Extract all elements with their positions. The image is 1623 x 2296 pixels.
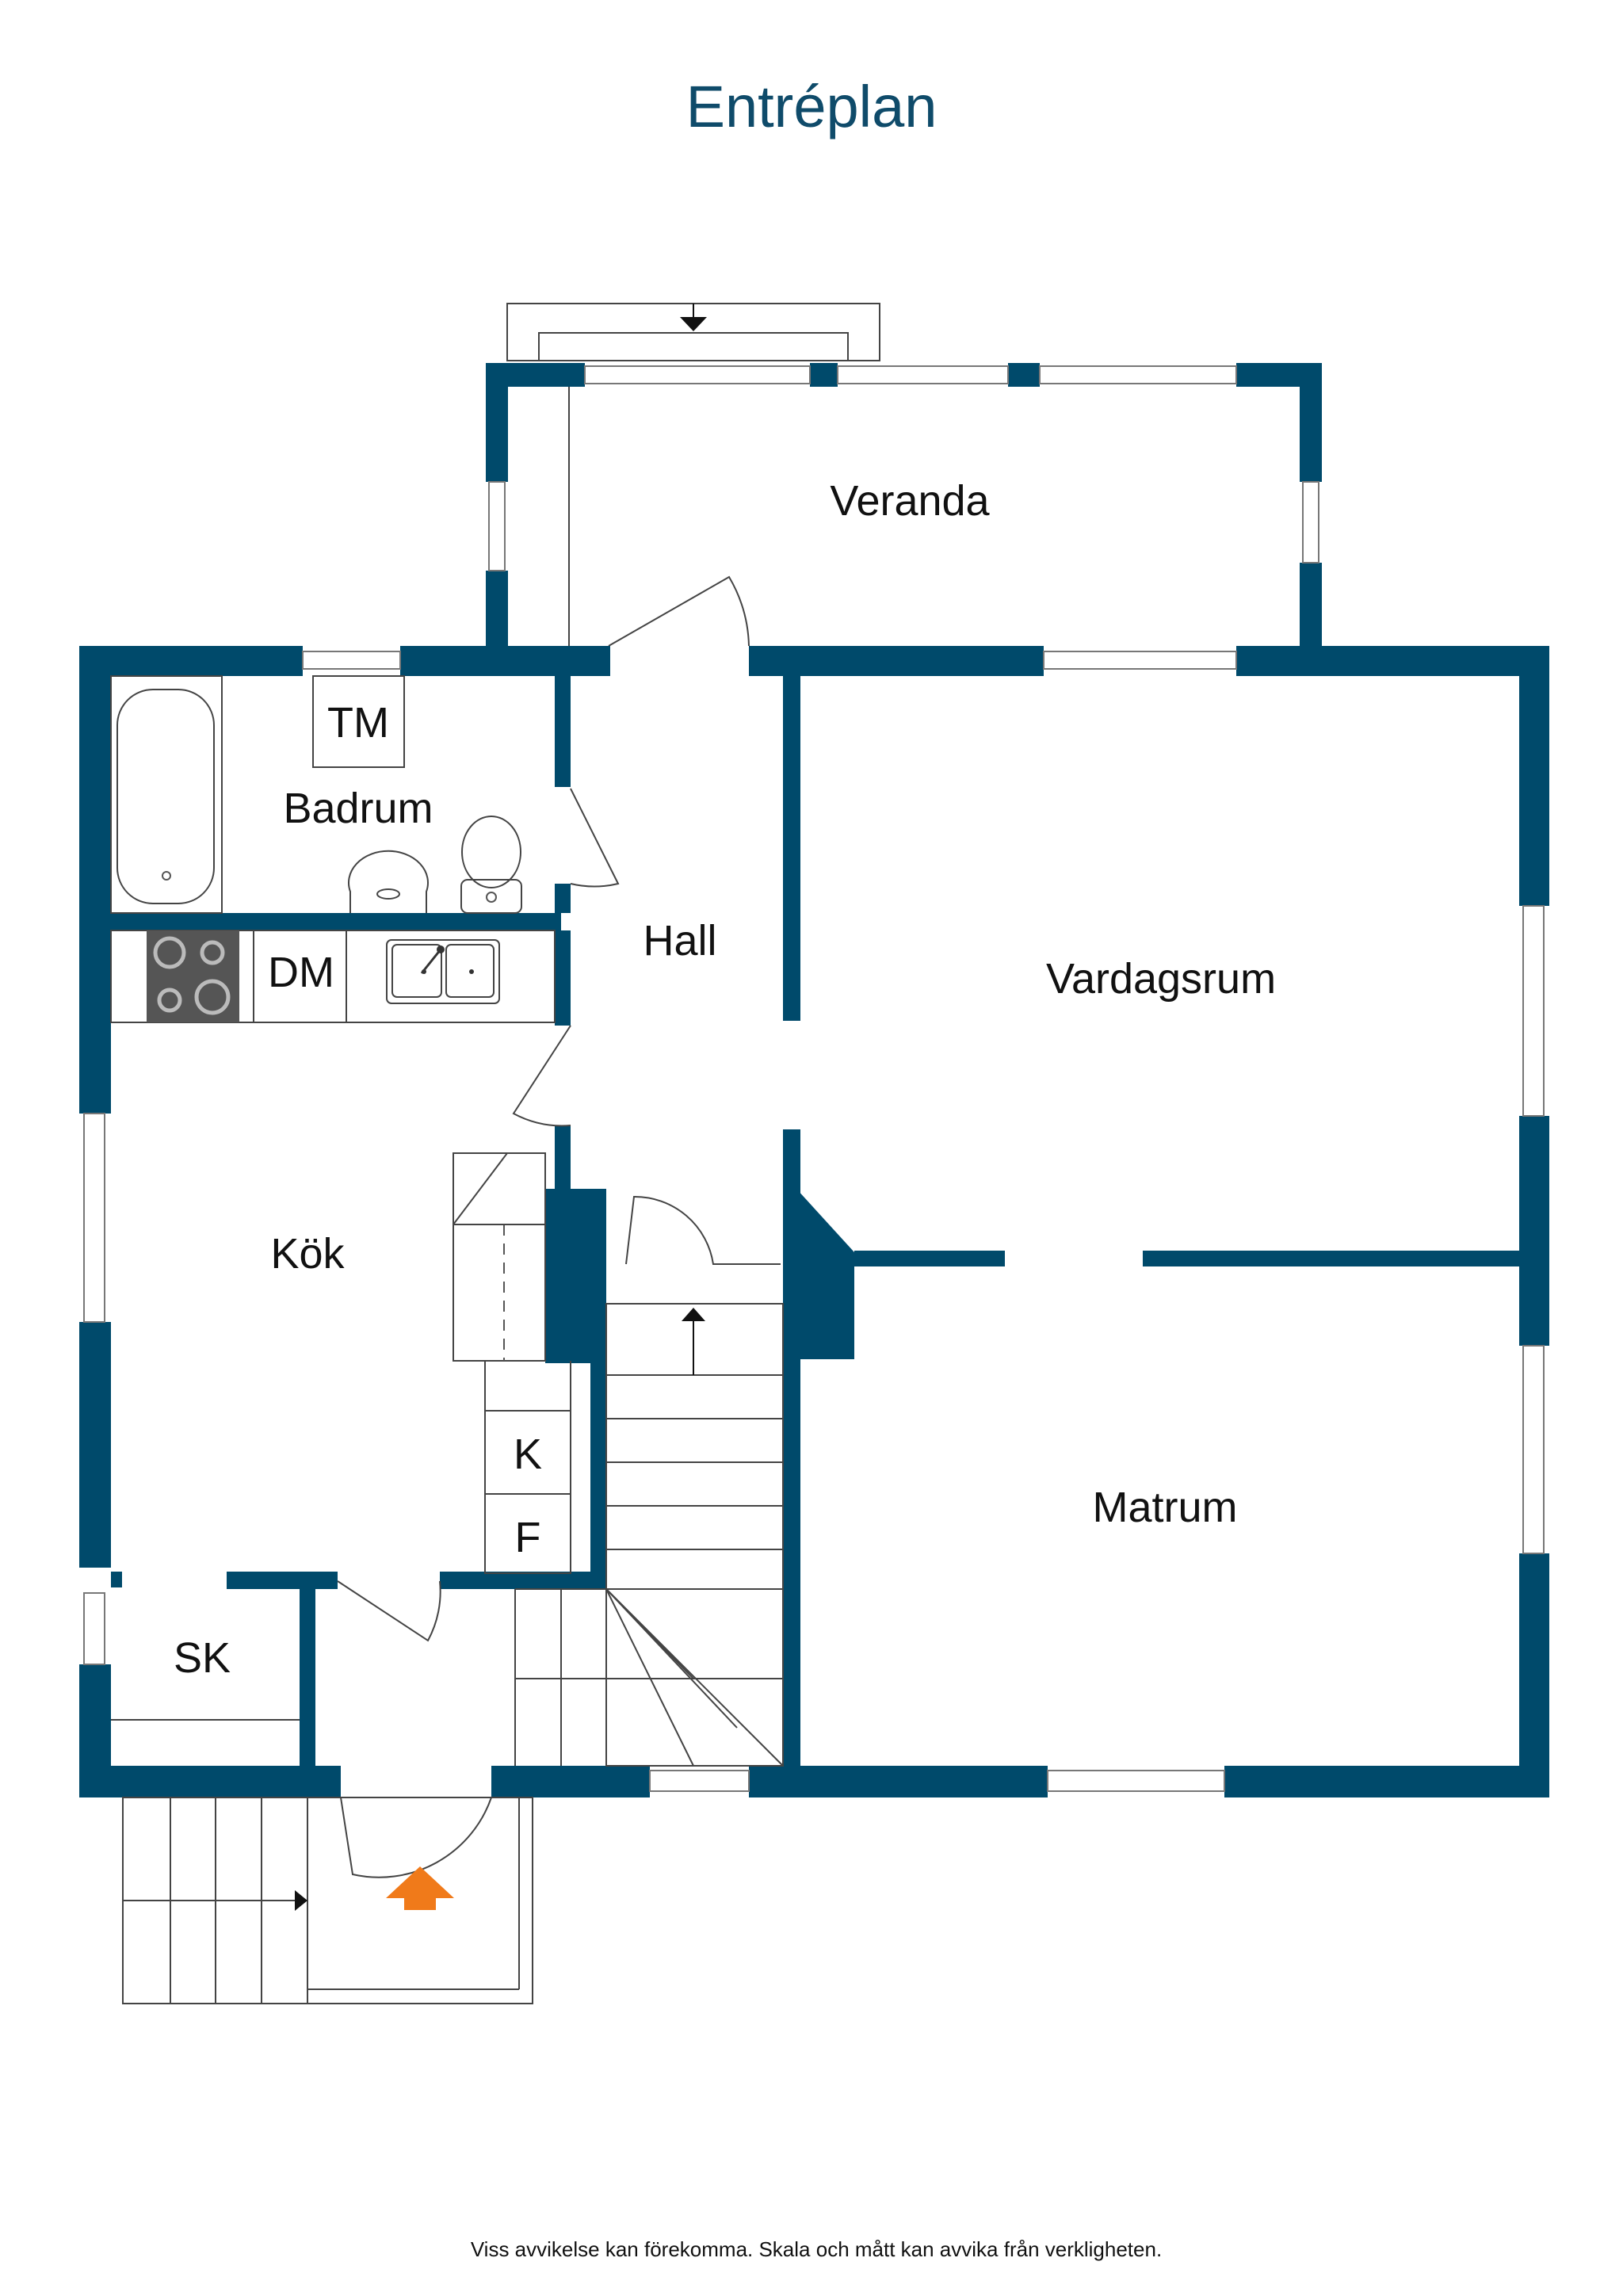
room-label-sk: SK <box>174 1634 231 1682</box>
staircase <box>514 1303 784 1767</box>
kitchen-cabinet <box>453 1152 546 1362</box>
room-label-hall: Hall <box>643 917 716 965</box>
kitchen-counter <box>110 930 556 1023</box>
toilet <box>460 816 522 914</box>
room-label-f: F <box>515 1514 541 1561</box>
fireplace <box>796 1189 854 1359</box>
room-label-kok: Kök <box>270 1230 345 1278</box>
window-vardagsrum-top <box>1043 651 1237 670</box>
veranda-wall-right-bottom <box>1300 563 1322 650</box>
entrance-door <box>340 1797 492 1878</box>
kok-door <box>512 1025 571 1127</box>
veranda-wall-left-top <box>486 363 508 482</box>
entrance-steps <box>122 1797 533 2004</box>
freezer <box>484 1493 571 1574</box>
window-badrum <box>302 651 401 670</box>
window-stairs-bottom <box>649 1770 750 1792</box>
veranda-window-top-1 <box>584 365 811 384</box>
window-sk <box>83 1592 105 1665</box>
interior-walls <box>111 676 1519 1766</box>
veranda-window-right <box>1302 481 1319 563</box>
disclaimer-footer: Viss avvikelse kan förekomma. Skala och … <box>471 2237 1162 2261</box>
bathroom-fixtures <box>110 675 522 914</box>
kitchen-fixtures <box>110 930 571 1574</box>
entrance-arrow-icon <box>386 1866 454 1910</box>
stove-burners <box>153 936 231 1015</box>
plan-title: Entréplan <box>686 74 938 139</box>
room-label-k: K <box>514 1431 542 1478</box>
window-matrum-right <box>1522 1345 1545 1554</box>
veranda-structure <box>486 303 1322 650</box>
veranda-window-top-3 <box>1039 365 1237 384</box>
veranda-wall-left-bottom <box>486 571 508 650</box>
room-label-matrum: Matrum <box>1092 1484 1237 1531</box>
veranda-step-inner <box>538 332 849 361</box>
veranda-wall-top-mid2 <box>1008 363 1040 387</box>
veranda-door <box>608 575 750 647</box>
stair-door <box>625 1195 781 1265</box>
kitchen-sink <box>386 939 500 1004</box>
window-matrum-bottom <box>1047 1770 1225 1792</box>
sk-door <box>337 1580 441 1642</box>
room-label-badrum: Badrum <box>283 785 433 832</box>
veranda-wall-right-top <box>1300 363 1322 482</box>
room-label-veranda: Veranda <box>830 477 990 525</box>
room-label-tm: TM <box>327 699 389 747</box>
badrum-door <box>570 788 620 888</box>
window-kok <box>83 1113 105 1323</box>
veranda-window-left <box>488 481 506 571</box>
stair-direction-icon <box>682 1308 705 1321</box>
outer-walls <box>79 646 1549 1797</box>
tm-box <box>312 675 405 768</box>
room-label-vardagsrum: Vardagsrum <box>1046 955 1276 1003</box>
doors <box>337 788 781 1878</box>
veranda-window-top-2 <box>837 365 1009 384</box>
veranda-arrow-icon <box>680 317 707 331</box>
veranda-wall-top-mid <box>810 363 838 387</box>
bathtub <box>110 675 223 914</box>
sink <box>348 850 429 913</box>
window-vardagsrum-right <box>1522 905 1545 1117</box>
room-label-dm: DM <box>268 949 334 996</box>
